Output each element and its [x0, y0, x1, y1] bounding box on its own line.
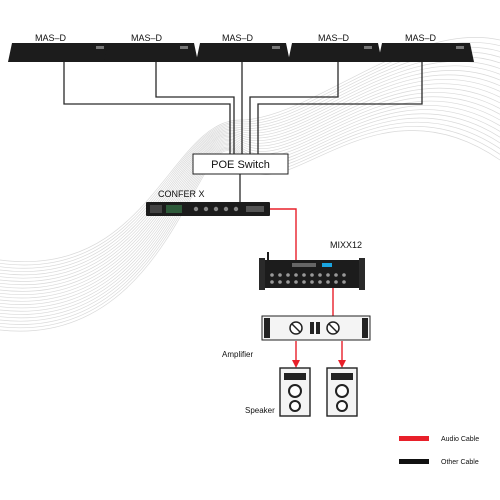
mixx12-label: MIXX12 — [330, 240, 362, 250]
wave-line — [0, 109, 500, 315]
wave-line — [0, 100, 500, 309]
legend-other-label: Other Cable — [441, 459, 479, 466]
wave-line — [0, 104, 500, 312]
wave-line — [0, 113, 500, 319]
mas-d-device-1: MAS–D — [8, 33, 114, 62]
wave-line — [0, 51, 500, 272]
mas-d-label-5: MAS–D — [405, 33, 437, 43]
mixx12-device: MIXX12 — [259, 240, 365, 290]
other-cables — [63, 62, 423, 202]
wave-line — [0, 96, 500, 305]
poe-switch-label: POE Switch — [211, 159, 270, 171]
audio-cable-confer-to-mixer — [270, 208, 297, 262]
confer-x-device: CONFER X — [146, 189, 270, 216]
legend-other-swatch — [399, 459, 429, 464]
wave-line — [0, 60, 500, 279]
wave-line — [0, 74, 500, 289]
wave-line — [0, 78, 500, 292]
mas-d-device-2: MAS–D — [104, 33, 198, 62]
amplifier-label: Amplifier — [222, 350, 253, 359]
speaker-right — [326, 367, 358, 417]
mas-d-device-3: MAS–D — [196, 33, 290, 62]
mas-d-label-4: MAS–D — [318, 33, 350, 43]
amplifier-device: Amplifier — [222, 315, 371, 359]
confer-x-label: CONFER X — [158, 189, 205, 199]
wave-line — [0, 92, 500, 302]
wave-line — [0, 87, 500, 299]
poe-switch: POE Switch — [192, 153, 289, 175]
legend: Audio Cable Other Cable — [399, 436, 479, 466]
legend-audio-swatch — [399, 436, 429, 441]
speaker-left — [279, 367, 311, 417]
wave-line — [0, 56, 500, 276]
mas-d-device-5: MAS–D — [378, 33, 474, 62]
mas-d-device-4: MAS–D — [288, 33, 382, 62]
speaker-label: Speaker — [245, 406, 275, 415]
audio-cables-amplifier-to-speakers — [292, 341, 346, 368]
wave-line — [0, 121, 500, 325]
mas-d-label-3: MAS–D — [222, 33, 254, 43]
mas-d-label-2: MAS–D — [131, 33, 163, 43]
background-wave-lines — [0, 37, 500, 332]
wave-line — [0, 69, 500, 286]
mas-d-label-1: MAS–D — [35, 33, 67, 43]
legend-audio-label: Audio Cable — [441, 436, 479, 443]
wave-line — [0, 83, 500, 296]
wave-line — [0, 65, 500, 282]
